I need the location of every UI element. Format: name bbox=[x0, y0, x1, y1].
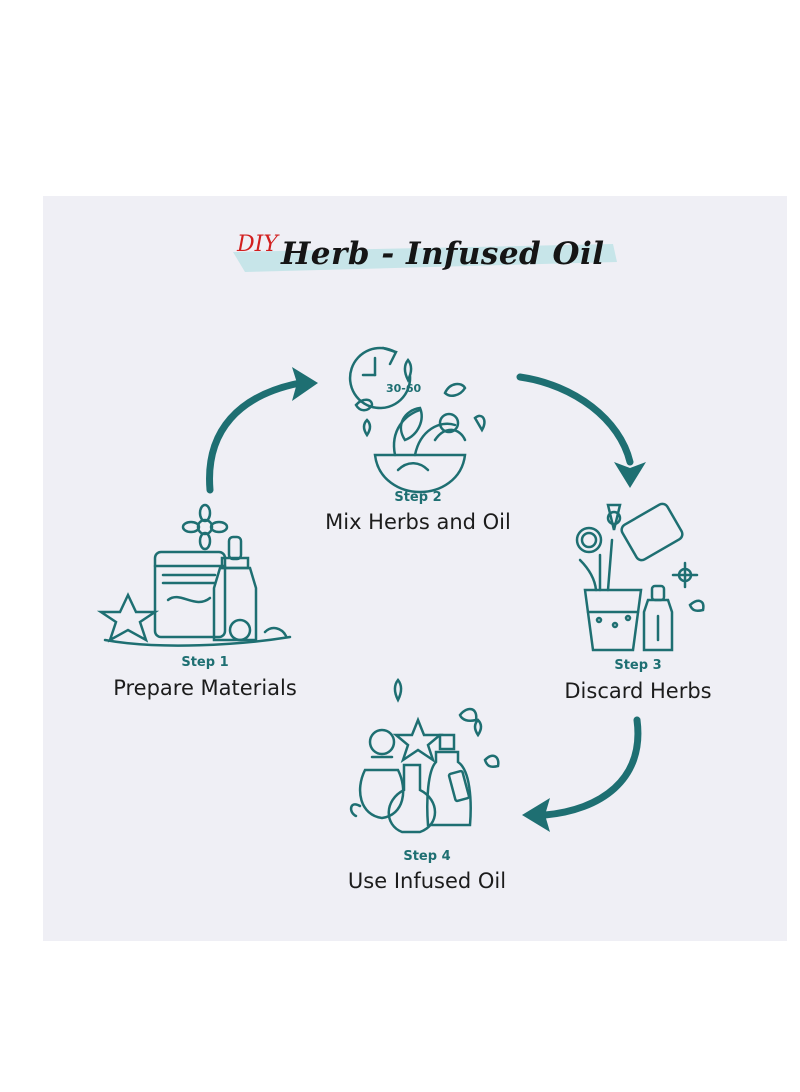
title-main: Herb - Infused Oil bbox=[281, 236, 605, 272]
diagram-title: DIY Herb - Infused Oil bbox=[225, 222, 625, 292]
diagram-panel bbox=[43, 196, 787, 941]
step-3-label: Step 3 bbox=[614, 658, 662, 673]
use-infused-oil-icon bbox=[349, 677, 500, 834]
step-2-label: Step 2 bbox=[394, 490, 442, 505]
mix-herbs-icon bbox=[348, 346, 486, 494]
step-3-title: Discard Herbs bbox=[564, 679, 712, 703]
arrow-step3-to-step4 bbox=[541, 716, 642, 819]
step-4-title: Use Infused Oil bbox=[347, 869, 507, 893]
arrow-step1-to-step2-head bbox=[292, 367, 318, 401]
arrow-step1-to-step2 bbox=[206, 379, 304, 494]
step-1-title: Prepare Materials bbox=[113, 676, 297, 700]
timer-text: 30-60 bbox=[386, 382, 422, 395]
arrow-step2-to-step3-head bbox=[614, 462, 646, 488]
prepare-materials-icon bbox=[96, 503, 292, 647]
step-4-label: Step 4 bbox=[403, 849, 451, 864]
arrow-step3-to-step4-head bbox=[522, 798, 550, 832]
step-2-title: Mix Herbs and Oil bbox=[325, 510, 511, 534]
title-prefix: DIY bbox=[237, 232, 278, 257]
title-highlight-stroke bbox=[233, 244, 617, 272]
discard-herbs-icon bbox=[575, 502, 705, 652]
arrow-step2-to-step3 bbox=[516, 373, 634, 466]
step-1-label: Step 1 bbox=[181, 655, 229, 670]
